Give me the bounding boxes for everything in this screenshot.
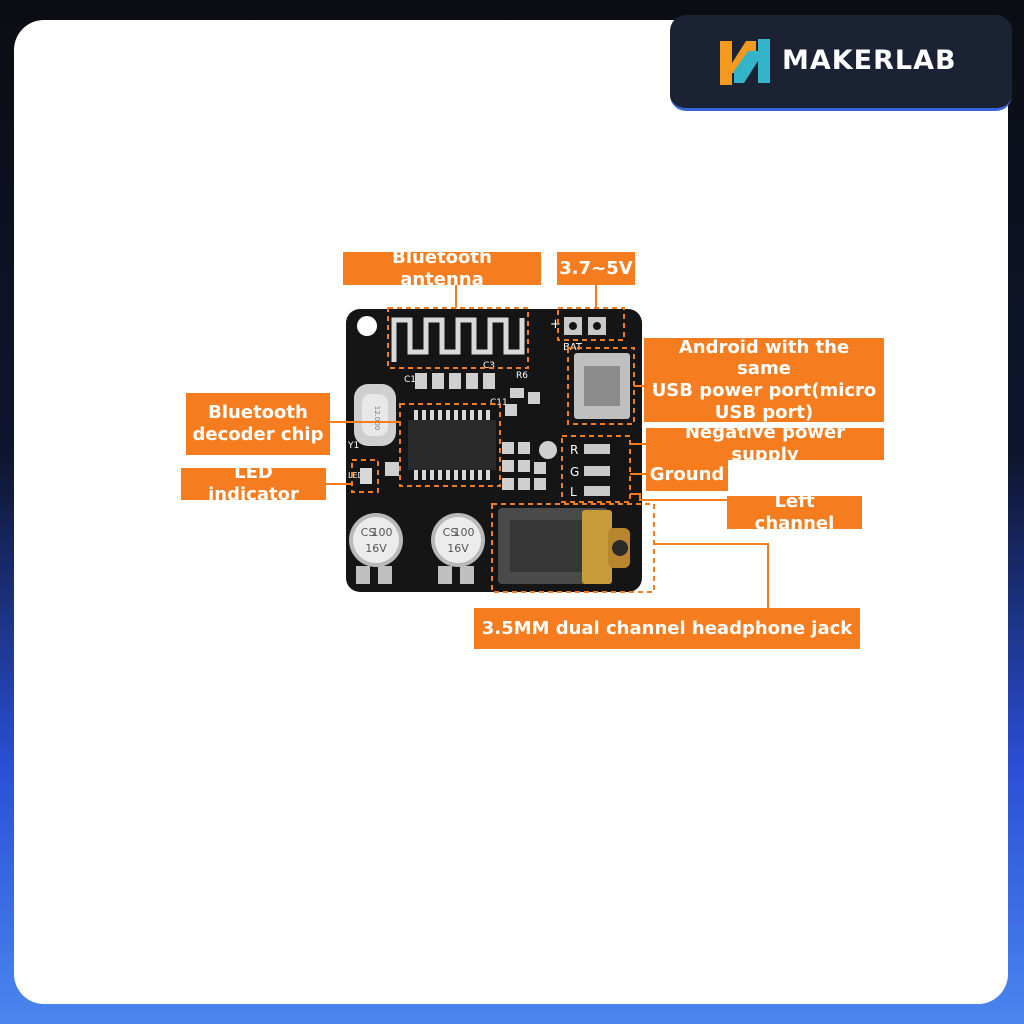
makerlab-logo-icon <box>720 39 770 85</box>
label-bluetooth-decoder-chip: Bluetooth decoder chip <box>186 393 330 455</box>
label-negative-power-supply: Negative power supply <box>646 422 884 465</box>
svg-text:L: L <box>570 485 577 499</box>
svg-text:CS: CS <box>361 526 376 539</box>
capacitor-2: CS 100 16V <box>431 513 485 584</box>
led-outline <box>351 459 379 493</box>
silk-plus: + <box>550 317 561 332</box>
bluetooth-decoder-chip <box>408 420 496 470</box>
label-voltage: 3.7~5V <box>557 252 635 285</box>
label-led-indicator: LED indicator <box>181 462 326 505</box>
label-headphone-jack: 3.5MM dual channel headphone jack <box>474 608 860 649</box>
mounting-hole <box>357 316 377 336</box>
svg-text:Y1: Y1 <box>347 441 359 451</box>
bluetooth-decoder-chip-pins <box>414 410 490 480</box>
rgl-outline <box>561 435 631 503</box>
svg-text:100: 100 <box>454 526 475 539</box>
led <box>360 468 372 484</box>
svg-text:G: G <box>570 465 579 479</box>
svg-text:C3: C3 <box>483 361 495 371</box>
svg-text:R6: R6 <box>516 371 528 381</box>
svg-text:C1: C1 <box>404 375 416 385</box>
antenna-trace <box>391 317 525 362</box>
label-bluetooth-antenna: Bluetooth antenna <box>343 247 541 290</box>
chip-outline <box>399 403 501 487</box>
voltage-outline <box>557 307 625 341</box>
svg-text:CS: CS <box>443 526 458 539</box>
svg-text:LED: LED <box>348 471 364 480</box>
svg-text:12.000: 12.000 <box>373 406 381 431</box>
svg-text:100: 100 <box>372 526 393 539</box>
antenna-outline <box>387 307 529 369</box>
label-usb-power-port: Android with the same USB power port(mic… <box>644 337 884 423</box>
brand-name: MAKERLAB <box>782 45 957 76</box>
capacitor-1: CS 100 16V <box>349 513 403 584</box>
label-ground: Ground <box>646 459 728 491</box>
svg-text:R: R <box>570 443 578 457</box>
svg-text:16V: 16V <box>365 542 387 555</box>
label-left-channel: Left channel <box>727 491 862 534</box>
svg-text:C11: C11 <box>490 398 508 408</box>
jack-outline <box>491 503 655 593</box>
svg-text:16V: 16V <box>447 542 469 555</box>
brand-logo: MAKERLAB <box>670 15 1012 111</box>
